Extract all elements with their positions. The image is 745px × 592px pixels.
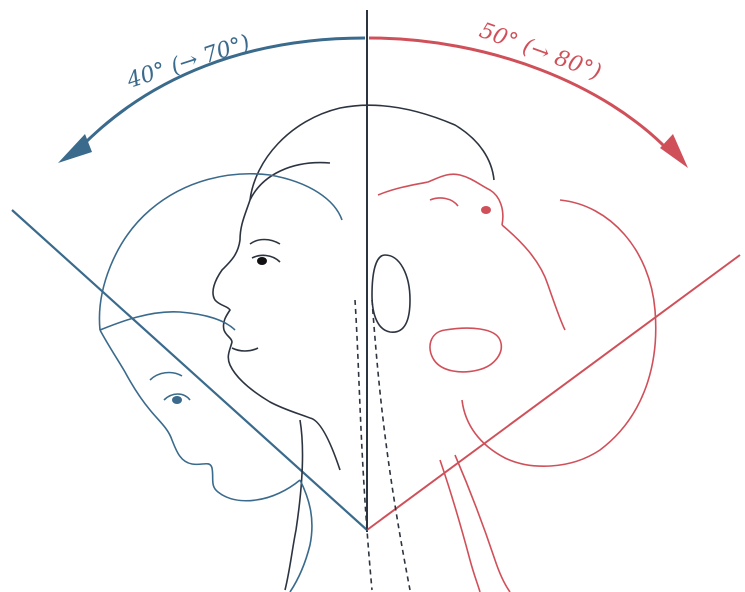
extended-head	[378, 174, 656, 592]
neutral-lip	[232, 348, 258, 351]
extended-brow	[430, 198, 458, 206]
flexion-angle-line	[12, 210, 367, 530]
extended-face-profile	[378, 174, 503, 225]
extension-angle-line	[367, 255, 740, 530]
flexed-eye	[172, 396, 182, 404]
neutral-brow	[250, 240, 280, 245]
neutral-hair-outline	[250, 105, 494, 200]
flexion-label: 40° (→ 70°)	[123, 31, 253, 95]
flexed-face-profile	[100, 330, 300, 501]
neutral-neck	[285, 420, 303, 590]
extended-throat	[440, 460, 480, 592]
extended-hairline	[502, 225, 565, 330]
neutral-spine-dashed	[355, 300, 372, 590]
flexed-brow	[150, 373, 182, 380]
neutral-eye	[257, 257, 267, 265]
neutral-ear	[372, 255, 410, 332]
neutral-jaw	[310, 418, 340, 470]
extended-neck	[455, 455, 510, 592]
extended-ear	[430, 328, 501, 372]
extension-arrowhead	[660, 134, 688, 168]
flexion-arrowhead	[58, 134, 92, 163]
flexed-hairline	[100, 312, 235, 330]
flexed-head	[99, 174, 342, 592]
neutral-face-profile	[213, 200, 310, 418]
neutral-hairline	[250, 163, 330, 200]
neutral-spine-dashed-2	[372, 300, 410, 590]
extended-hair-outline	[462, 200, 656, 466]
extension-label: 50° (→ 80°)	[476, 18, 604, 85]
extended-eye	[481, 206, 491, 214]
flexed-hair-outline	[99, 174, 342, 330]
